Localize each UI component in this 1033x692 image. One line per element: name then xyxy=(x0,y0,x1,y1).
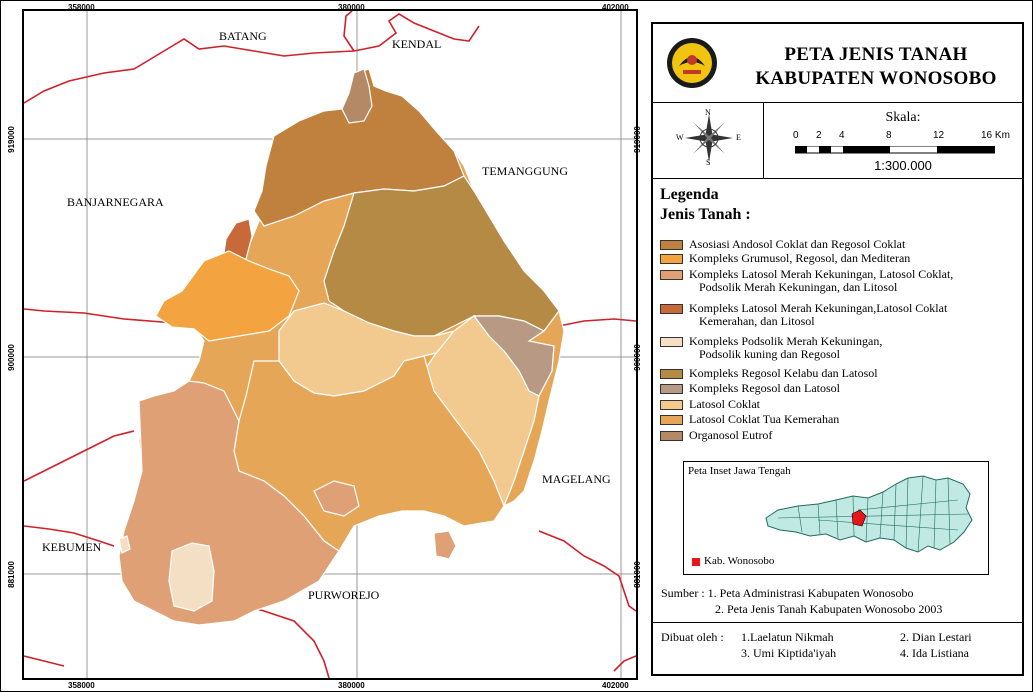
legend-swatch xyxy=(660,270,683,280)
coord-left-1: 919000 xyxy=(6,126,16,153)
scale-title: Skala: xyxy=(885,110,921,125)
legend-item: Kompleks Regosol Kelabu dan Latosol xyxy=(660,367,1022,381)
legend-label: Kompleks Latosol Merah Kekuningan, Latos… xyxy=(689,267,954,281)
legend-swatch xyxy=(660,431,683,441)
legend-label-continued: Kemerahan, dan Litosol xyxy=(699,314,815,328)
coord-left-2: 900000 xyxy=(6,344,16,371)
coord-bottom-3: 402000 xyxy=(602,681,629,690)
label-kendal: KENDAL xyxy=(392,37,442,51)
coord-top-1: 358000 xyxy=(68,3,95,12)
scale-ratio: 1:300.000 xyxy=(874,158,932,173)
legend-item: Kompleks Podsolik Merah Kekuningan, Pods… xyxy=(660,334,1022,361)
scale-bar xyxy=(795,146,995,154)
divider xyxy=(653,622,1022,623)
map-panel: 358000 380000 402000 358000 380000 40200… xyxy=(7,3,642,690)
label-magelang: MAGELANG xyxy=(542,472,611,486)
coord-right-1: 919000 xyxy=(632,126,642,153)
coord-top-3: 402000 xyxy=(602,3,629,12)
legend-label: Organosol Eutrof xyxy=(689,428,773,442)
inset-legend-swatch xyxy=(692,558,700,566)
compass-n: N xyxy=(705,108,711,117)
source-line-2: 2. Peta Jenis Tanah Kabupaten Wonosobo 2… xyxy=(715,602,943,616)
legend-item: Asosiasi Andosol Coklat dan Regosol Cokl… xyxy=(660,238,1022,252)
label-temanggung: TEMANGGUNG xyxy=(482,164,568,178)
legend-item: Kompleks Grumusol, Regosol, dan Meditera… xyxy=(660,252,1022,266)
coord-right-2: 900000 xyxy=(632,344,642,371)
university-logo xyxy=(667,38,717,88)
compass-s: S xyxy=(706,158,711,167)
legend-swatch xyxy=(660,254,683,264)
map-title-line1: PETA JENIS TANAH xyxy=(784,44,968,65)
label-banjarnegara: BANJARNEGARA xyxy=(67,195,164,209)
author-2: 2. Dian Lestari xyxy=(900,630,972,644)
compass-e: E xyxy=(736,133,741,142)
legend-swatch xyxy=(660,304,683,314)
coord-left-3: 881000 xyxy=(6,561,16,588)
legend-swatch xyxy=(660,240,683,250)
legend-item: Organosol Eutrof xyxy=(660,429,1022,443)
inset-map: Peta Inset Jawa Tengah Kab. Wonosobo xyxy=(683,461,989,575)
coord-bottom-2: 380000 xyxy=(338,681,365,690)
label-kebumen: KEBUMEN xyxy=(42,540,102,554)
soil-polygons xyxy=(118,68,565,626)
author-4: 4. Ida Listiana xyxy=(900,646,969,660)
legend-item: Kompleks Regosol dan Latosol xyxy=(660,382,1022,396)
scale-tick: 12 xyxy=(933,130,945,141)
label-purworejo: PURWOREJO xyxy=(308,588,380,602)
divider xyxy=(653,102,1022,103)
legend-label: Kompleks Grumusol, Regosol, dan Meditera… xyxy=(689,251,911,265)
legend-label: Kompleks Podsolik Merah Kekuningan, xyxy=(689,334,883,348)
scale-tick: 0 xyxy=(793,130,799,141)
legend-swatch xyxy=(660,415,683,425)
legend-label: Latosol Coklat Tua Kemerahan xyxy=(689,412,840,426)
scale-tick: 16 Km xyxy=(981,130,1010,141)
coord-right-3: 881000 xyxy=(632,561,642,588)
scale-tick: 8 xyxy=(886,130,892,141)
authors-prefix: Dibuat oleh : xyxy=(661,630,724,644)
legend-item: Latosol Coklat xyxy=(660,398,1022,412)
legend-item: Kompleks Latosol Merah Kekuningan, Latos… xyxy=(660,267,1022,294)
legend-label-continued: Podsolik kuning dan Regosol xyxy=(699,347,841,361)
legend-subheading: Jenis Tanah : xyxy=(660,206,751,223)
legend-label: Latosol Coklat xyxy=(689,397,760,411)
coord-top-2: 380000 xyxy=(338,3,365,12)
author-1: 1.Laelatun Nikmah xyxy=(741,630,834,644)
inset-title: Peta Inset Jawa Tengah xyxy=(688,465,791,477)
coord-bottom-1: 358000 xyxy=(68,681,95,690)
source-line-1: Sumber : 1. Peta Administrasi Kabupaten … xyxy=(661,586,914,600)
legend-swatch xyxy=(660,384,683,394)
inset-legend-label: Kab. Wonosobo xyxy=(704,555,775,567)
legend-panel: PETA JENIS TANAH KABUPATEN WONOSOBO N S … xyxy=(651,22,1024,676)
legend-item: Kompleks Latosol Merah Kekuningan,Latoso… xyxy=(660,301,1022,328)
legend-swatch xyxy=(660,337,683,347)
legend-label: Kompleks Regosol Kelabu dan Latosol xyxy=(689,366,878,380)
legend-heading: Legenda xyxy=(660,186,719,203)
scale-tick: 4 xyxy=(839,130,845,141)
legend-label: Asosiasi Andosol Coklat dan Regosol Cokl… xyxy=(689,237,906,251)
north-arrow-icon xyxy=(685,114,733,162)
legend-label-continued: Podsolik Merah Kekuningan, dan Litosol xyxy=(699,280,898,294)
central-java-map xyxy=(765,475,973,553)
compass-w: W xyxy=(676,133,684,142)
legend-item: Latosol Coklat Tua Kemerahan xyxy=(660,413,1022,427)
legend-swatch xyxy=(660,369,683,379)
soil-map xyxy=(24,11,636,678)
divider xyxy=(653,178,1022,179)
label-batang: BATANG xyxy=(219,29,267,43)
scale-tick: 2 xyxy=(816,130,822,141)
divider xyxy=(763,102,764,178)
legend-swatch xyxy=(660,400,683,410)
legend-label: Kompleks Latosol Merah Kekuningan,Latoso… xyxy=(689,301,948,315)
regency-boundaries xyxy=(24,11,636,678)
author-3: 3. Umi Kiptida'iyah xyxy=(741,646,837,660)
legend-label: Kompleks Regosol dan Latosol xyxy=(689,381,840,395)
map-title-line2: KABUPATEN WONOSOBO xyxy=(755,68,997,89)
